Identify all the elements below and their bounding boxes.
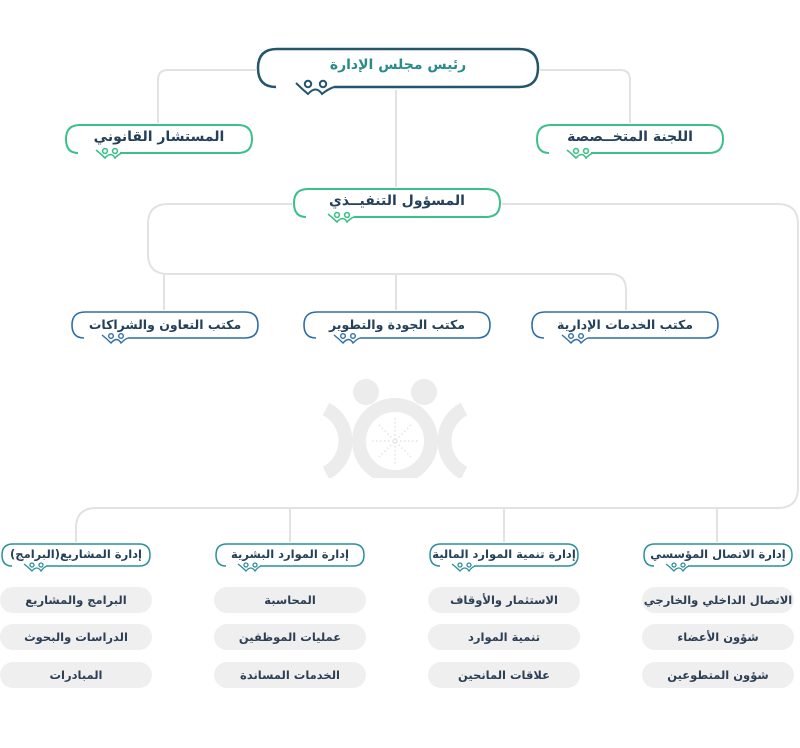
dept-item[interactable]: الاستثمار والأوقاف bbox=[428, 587, 580, 613]
node-frame bbox=[643, 543, 793, 573]
people-icon bbox=[333, 333, 361, 345]
people-icon bbox=[665, 562, 690, 573]
node-frame bbox=[535, 124, 725, 160]
node-label: اللجنة المتخــصصة bbox=[567, 129, 693, 145]
people-icon bbox=[237, 562, 262, 573]
node-dept-finance[interactable]: إدارة تنمية الموارد المالية bbox=[428, 542, 580, 573]
node-executive[interactable]: المسؤول التنفيــذي bbox=[292, 187, 502, 224]
node-frame bbox=[71, 311, 259, 345]
dept-item[interactable]: شؤون المتطوعين bbox=[642, 662, 794, 688]
connector-exec-right bbox=[75, 203, 799, 544]
node-label: رئيس مجلس الإدارة bbox=[329, 57, 467, 73]
node-dept-communication[interactable]: إدارة الاتصال المؤسسي bbox=[642, 542, 794, 573]
node-label: مكتب التعاون والشراكات bbox=[88, 316, 242, 332]
people-icon bbox=[95, 147, 123, 160]
node-label: إدارة الاتصال المؤسسي bbox=[650, 547, 786, 561]
connector-chairman-legal bbox=[157, 69, 258, 124]
node-committee[interactable]: اللجنة المتخــصصة bbox=[535, 123, 725, 160]
node-label: إدارة الموارد البشرية bbox=[231, 547, 349, 561]
node-frame bbox=[531, 311, 719, 345]
connector-chairman-committee bbox=[538, 69, 631, 124]
connector-exec-left bbox=[147, 203, 627, 312]
node-frame bbox=[256, 47, 540, 96]
node-dept-hr[interactable]: إدارة الموارد البشرية bbox=[214, 542, 366, 573]
dept-item[interactable]: المبادرات bbox=[0, 662, 152, 688]
dept-item[interactable]: الاتصال الداخلي والخارجي bbox=[642, 587, 794, 613]
node-frame bbox=[429, 543, 579, 573]
dept-item[interactable]: شؤون الأعضاء bbox=[642, 624, 794, 650]
node-label: إدارة تنمية الموارد المالية bbox=[432, 547, 576, 561]
people-icon bbox=[566, 147, 594, 160]
node-dept-projects[interactable]: إدارة المشاريع(البرامج) bbox=[0, 542, 152, 573]
node-office-admin[interactable]: مكتب الخدمات الإدارية bbox=[530, 310, 720, 345]
dept-item[interactable]: البرامج والمشاريع bbox=[0, 587, 152, 613]
node-chairman[interactable]: رئيس مجلس الإدارة bbox=[256, 47, 540, 96]
node-label: إدارة المشاريع(البرامج) bbox=[10, 547, 142, 561]
dept-item[interactable]: عمليات الموظفين bbox=[214, 624, 366, 650]
people-icon bbox=[101, 333, 129, 345]
dept-item[interactable]: علاقات المانحين bbox=[428, 662, 580, 688]
dept-item[interactable]: تنمية الموارد bbox=[428, 624, 580, 650]
node-label: المسؤول التنفيــذي bbox=[329, 193, 465, 209]
node-office-quality[interactable]: مكتب الجودة والتطوير bbox=[302, 310, 492, 345]
node-frame bbox=[303, 311, 491, 345]
people-icon bbox=[23, 562, 48, 573]
node-frame bbox=[292, 188, 502, 224]
people-icon bbox=[327, 211, 355, 224]
node-label: مكتب الخدمات الإدارية bbox=[557, 316, 694, 332]
node-frame bbox=[215, 543, 365, 573]
node-legal-advisor[interactable]: المستشار القانوني bbox=[64, 123, 254, 160]
node-office-cooperation[interactable]: مكتب التعاون والشراكات bbox=[70, 310, 260, 345]
node-frame bbox=[1, 543, 151, 573]
node-label: مكتب الجودة والتطوير bbox=[329, 316, 465, 332]
node-frame bbox=[64, 124, 254, 160]
people-icon bbox=[451, 562, 476, 573]
people-circle-logo-icon bbox=[322, 379, 468, 478]
dept-item[interactable]: الدراسات والبحوث bbox=[0, 624, 152, 650]
people-icon bbox=[561, 333, 589, 345]
people-icon bbox=[295, 79, 335, 96]
dept-item[interactable]: المحاسبة bbox=[214, 587, 366, 613]
node-label: المستشار القانوني bbox=[93, 129, 225, 145]
dept-item[interactable]: الخدمات المساندة bbox=[214, 662, 366, 688]
